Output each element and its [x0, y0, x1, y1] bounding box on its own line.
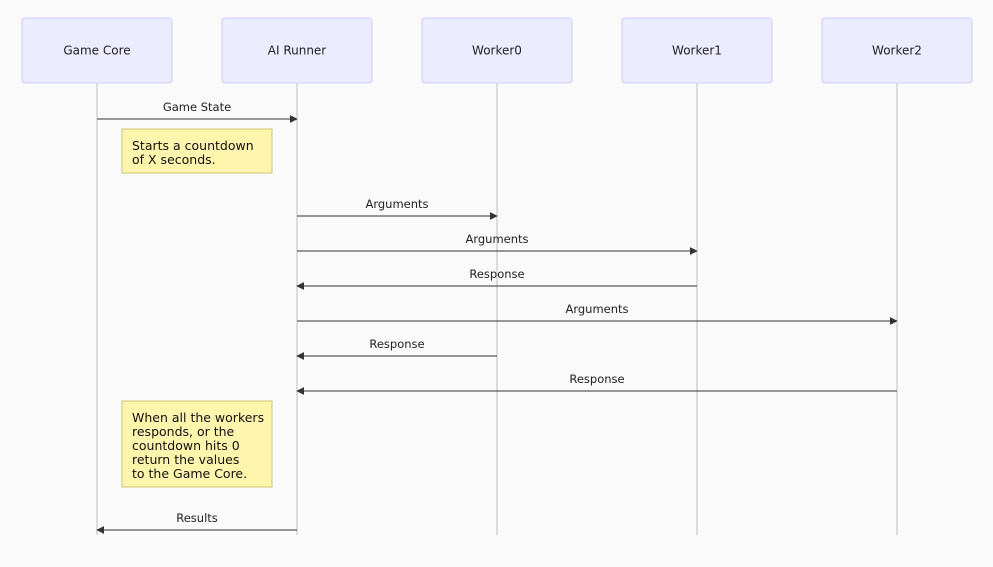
- note-line: to the Game Core.: [132, 466, 247, 481]
- note-line: Starts a countdown: [132, 138, 254, 153]
- message-label: Results: [176, 511, 218, 525]
- message-label: Arguments: [565, 302, 628, 316]
- message-label: Response: [369, 337, 424, 351]
- participant-box: [21, 17, 173, 84]
- participants: Game Core AI Runner Worker0 Worker1 Worker2: [21, 17, 973, 84]
- participant-label: Worker1: [672, 44, 722, 58]
- message-label: Arguments: [465, 232, 528, 246]
- note-line: countdown hits 0: [132, 438, 240, 453]
- message-label: Game State: [163, 100, 231, 114]
- participant-core: Game Core: [21, 17, 173, 84]
- message-arrow: Game State: [97, 100, 298, 123]
- lifelines: [96, 83, 898, 535]
- message-label: Response: [569, 372, 624, 386]
- message-arrow: Results: [96, 511, 297, 534]
- participant-label: Worker0: [472, 44, 522, 58]
- participant-w2: Worker2: [821, 17, 973, 84]
- message-arrow: Arguments: [297, 302, 898, 325]
- message-arrow: Arguments: [297, 197, 498, 220]
- message-label: Response: [469, 267, 524, 281]
- note-line: When all the workers: [132, 410, 264, 425]
- message-label: Arguments: [365, 197, 428, 211]
- participant-w0: Worker0: [421, 17, 573, 84]
- participant-box: [821, 17, 973, 84]
- message-arrow: Response: [296, 267, 697, 290]
- participant-label: Game Core: [63, 44, 130, 58]
- participant-w1: Worker1: [621, 17, 773, 84]
- participant-box: [421, 17, 573, 84]
- participant-label: Worker2: [872, 44, 922, 58]
- message-arrow: Response: [296, 372, 897, 395]
- participant-label: AI Runner: [268, 44, 327, 58]
- note-box: [121, 128, 273, 174]
- message-arrow: Arguments: [297, 232, 698, 255]
- note-line: return the values: [132, 452, 239, 467]
- message-arrow: Response: [296, 337, 497, 360]
- note-box: [121, 400, 273, 488]
- participant-box: [221, 17, 373, 84]
- participant-runner: AI Runner: [221, 17, 373, 84]
- note-line: of X seconds.: [132, 152, 216, 167]
- note-line: responds, or the: [132, 424, 235, 439]
- participant-box: [621, 17, 773, 84]
